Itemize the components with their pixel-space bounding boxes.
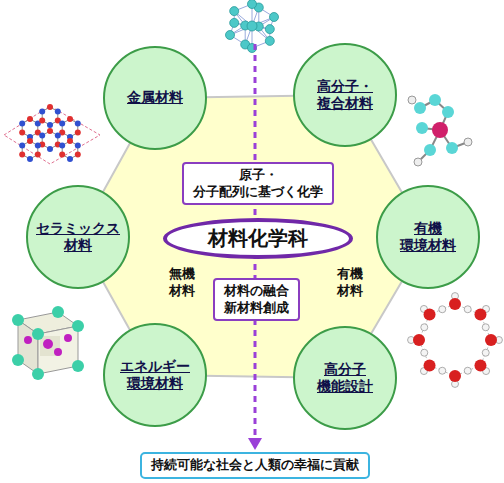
- ceramic-lattice: [4, 104, 100, 164]
- material-circle: 金属材料: [103, 46, 207, 150]
- node-text: 高分子 機能設計: [317, 361, 373, 396]
- category-label: 無機 材料: [169, 266, 195, 300]
- node-text: エネルギー 環境材料: [120, 358, 190, 393]
- department-ellipse: 材料化学科: [163, 218, 353, 259]
- metal-cluster: [226, 0, 279, 53]
- node-text: 有機 環境材料: [400, 220, 456, 255]
- node-text: セラミックス 材料: [36, 220, 120, 255]
- material-circle: 高分子・ 複合材料: [293, 43, 397, 147]
- goal-box: 持続可能な社会と人類の幸福に貢献: [140, 452, 370, 479]
- material-circle: 有機 環境材料: [376, 185, 480, 289]
- theme-box: 材料の融合 新材料創成: [213, 278, 300, 321]
- material-circle: エネルギー 環境材料: [103, 323, 207, 427]
- crystal-cell: [12, 306, 84, 380]
- node-text: 原子・分子配列に基づく化学: [193, 167, 323, 200]
- water-ring: [408, 293, 503, 388]
- node-text: 金属材料: [127, 89, 183, 107]
- arrow-head: [248, 438, 262, 450]
- category-label: 有機 材料: [337, 266, 363, 300]
- node-text: 材料化学科: [208, 226, 308, 251]
- theme-box: 原子・分子配列に基づく化学: [182, 162, 334, 205]
- node-text: 持続可能な社会と人類の幸福に貢献: [151, 457, 359, 473]
- material-circle: 高分子 機能設計: [293, 326, 397, 430]
- node-text: 高分子・ 複合材料: [317, 78, 373, 113]
- node-text: 材料の融合 新材料創成: [224, 283, 289, 316]
- material-circle: セラミックス 材料: [26, 185, 130, 289]
- polymer-molecule: [408, 94, 472, 166]
